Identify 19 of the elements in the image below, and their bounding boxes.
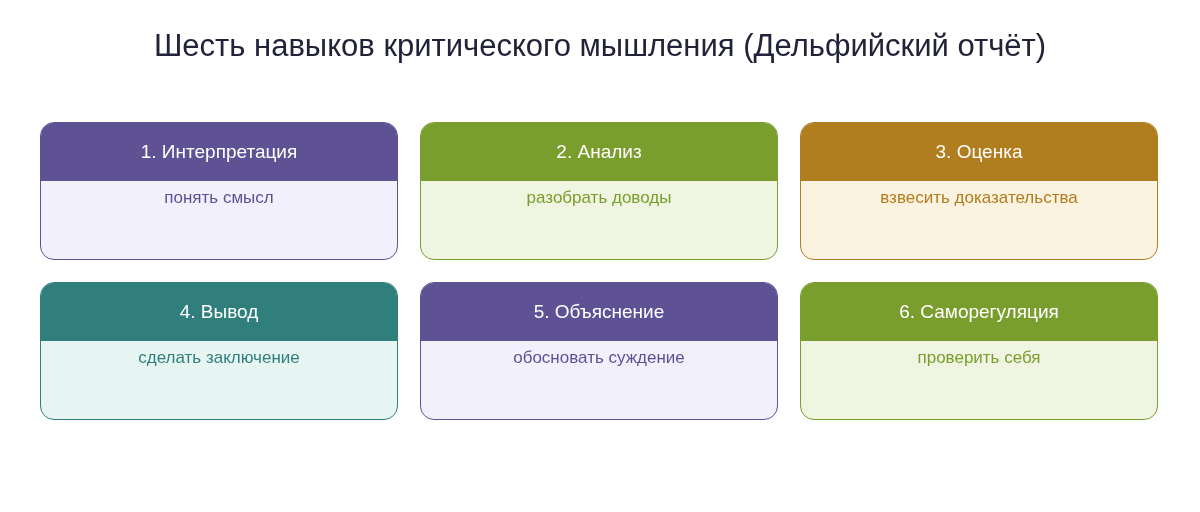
skill-title: 5. Объяснение <box>533 301 665 324</box>
skill-description: взвесить доказательства <box>880 188 1078 209</box>
skill-title: 4. Вывод <box>179 301 259 324</box>
skill-title: 6. Саморегуляция <box>899 301 1059 324</box>
skill-card <box>420 282 778 420</box>
diagram-title: Шесть навыков критического мышления (Дельфийский отчёт) <box>152 28 1048 64</box>
skill-card <box>40 282 398 420</box>
skill-card <box>800 282 1158 420</box>
skill-title: 2. Анализ <box>556 141 642 164</box>
skill-title: 1. Интерпретация <box>140 141 298 164</box>
skill-card <box>800 122 1158 260</box>
skill-description: обосновать суждение <box>513 348 685 369</box>
skill-description: разобрать доводы <box>526 188 672 209</box>
skill-description: понять смысл <box>164 188 274 209</box>
skill-description: сделать заключение <box>138 348 300 369</box>
skill-card <box>420 122 778 260</box>
skill-title: 3. Оценка <box>935 141 1023 164</box>
skill-card <box>40 122 398 260</box>
skill-description: проверить себя <box>917 348 1041 369</box>
